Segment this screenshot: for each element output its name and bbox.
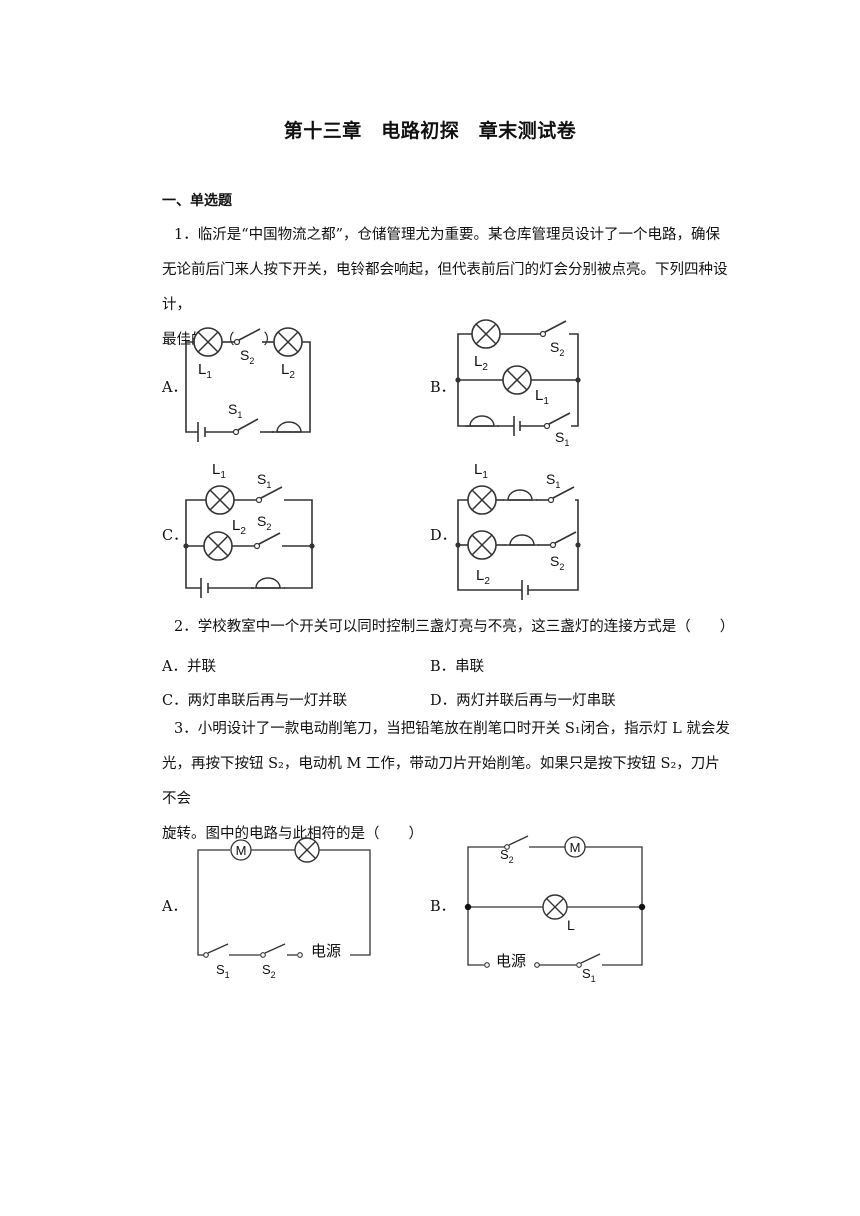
question-2-line: 2．学校教室中一个开关可以同时控制三盏灯亮与不亮，这三盏灯的连接方式是（ ）: [174, 619, 735, 635]
question-3-line-2: 光，再按下按钮 S₂，电动机 M 工作，带动刀片开始削笔。如果只是按下按钮 S₂…: [162, 756, 720, 807]
label-s2: S2: [500, 847, 514, 865]
q1-circuit-d: L1 S1 S2 L2: [455, 461, 581, 600]
label-s1: S1: [228, 401, 242, 420]
q1-option-c-label: C．: [162, 528, 188, 544]
q1-option-b-label: B．: [430, 380, 456, 396]
label-s2: S2: [262, 962, 276, 980]
label-l1: L1: [474, 461, 488, 481]
q3-circuit-b: M L 电源 S2 S1: [464, 835, 646, 984]
question-2-stem: 2．学校教室中一个开关可以同时控制三盏灯亮与不亮，这三盏灯的连接方式是（ ）: [162, 610, 735, 645]
page-title: 第十三章 电路初探 章末测试卷: [283, 120, 577, 142]
section-heading: 一、单选题: [162, 193, 232, 209]
label-s1: S1: [257, 471, 271, 490]
question-1-stem: 1．临沂是“中国物流之都”，仓储管理尤为重要。某仓库管理员设计了一个电路，确保 …: [162, 218, 732, 358]
label-l: L: [567, 917, 575, 933]
question-3-line-1: 3．小明设计了一款电动削笔刀，当把铅笔放在削笔口时开关 S₁闭合，指示灯 L 就…: [174, 721, 730, 737]
q3-circuit-a: M 电源 S1 S2: [197, 837, 371, 980]
motor-m: M: [570, 840, 581, 855]
power-source-label: 电源: [496, 953, 526, 970]
label-s2: S2: [240, 347, 254, 366]
label-s2: S2: [257, 513, 271, 532]
power-source-label: 电源: [311, 943, 341, 960]
q2-option-b: B．串联: [430, 659, 485, 675]
label-l2: L2: [281, 361, 295, 381]
question-1-line-1: 1．临沂是“中国物流之都”，仓储管理尤为重要。某仓库管理员设计了一个电路，确保: [174, 227, 721, 243]
label-l1: L1: [212, 461, 226, 481]
question-1-line-2: 无论前后门来人按下开关，电铃都会响起，但代表前后门的灯会分别被点亮。下列四种设计…: [162, 262, 728, 313]
q3-option-a-label: A．: [162, 899, 187, 915]
q1-circuit-b: L2 S2 L1 S1: [455, 319, 581, 448]
label-l2: L2: [474, 353, 488, 373]
q2-option-c: C．两灯串联后再与一灯并联: [162, 693, 348, 709]
q1-circuit-a: L1 S2 L2 S1: [185, 327, 311, 442]
label-s1: S1: [546, 471, 560, 490]
label-s1: S1: [216, 962, 230, 980]
q1-circuit-c: L1 S1 L2 S2: [183, 461, 315, 598]
motor-m: M: [236, 843, 247, 858]
q2-option-d: D．两灯并联后再与一灯串联: [430, 693, 616, 709]
question-3-stem: 3．小明设计了一款电动削笔刀，当把铅笔放在削笔口时开关 S₁闭合，指示灯 L 就…: [162, 712, 732, 852]
q2-option-a: A．并联: [162, 659, 216, 675]
label-l1: L1: [535, 387, 549, 407]
q1-option-a-label: A．: [162, 380, 187, 396]
question-3-line-3: 旋转。图中的电路与此相符的是（ ）: [162, 826, 423, 842]
q1-option-d-label: D．: [430, 528, 457, 544]
label-l1: L1: [198, 361, 212, 381]
label-s1: S1: [582, 966, 596, 984]
q3-option-b-label: B．: [430, 899, 456, 915]
label-l2: L2: [476, 567, 490, 587]
label-l2: L2: [232, 517, 246, 537]
label-s2: S2: [550, 553, 564, 572]
label-s1: S1: [555, 429, 569, 448]
label-s2: S2: [550, 339, 564, 358]
